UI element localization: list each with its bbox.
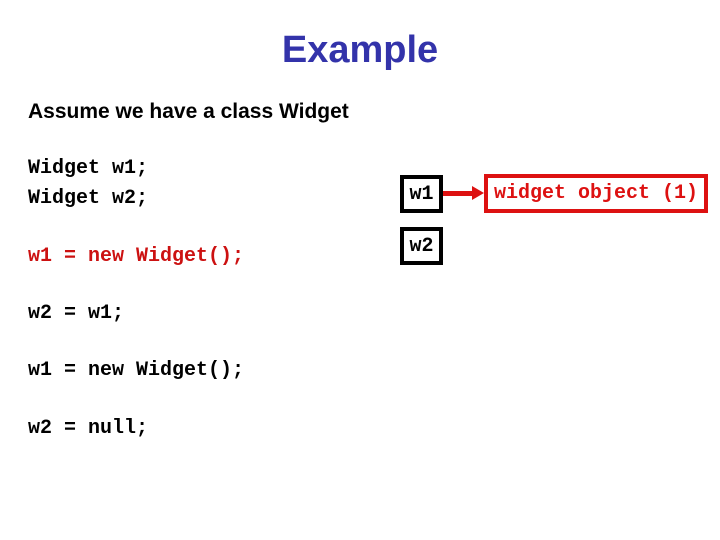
- code-line: Widget w1;: [28, 157, 149, 180]
- reference-arrow-line: [443, 191, 474, 196]
- variable-box-w2-label: w2: [409, 234, 434, 258]
- widget-object-box-label: widget object (1): [493, 182, 699, 205]
- variable-box-w1-label: w1: [409, 182, 434, 206]
- code-line: w2 = w1;: [28, 302, 125, 325]
- slide-title: Example: [281, 29, 439, 71]
- variable-box-w2: w2: [400, 227, 443, 265]
- code-line-highlighted: w1 = new Widget();: [28, 245, 245, 268]
- code-line: Widget w2;: [28, 187, 149, 210]
- code-line: w2 = null;: [28, 417, 149, 440]
- variable-box-w1: w1: [400, 175, 443, 213]
- widget-object-box: widget object (1): [484, 174, 708, 213]
- reference-arrow-head: [472, 186, 484, 200]
- subtitle: Assume we have a class Widget: [28, 100, 349, 123]
- code-line: w1 = new Widget();: [28, 359, 245, 382]
